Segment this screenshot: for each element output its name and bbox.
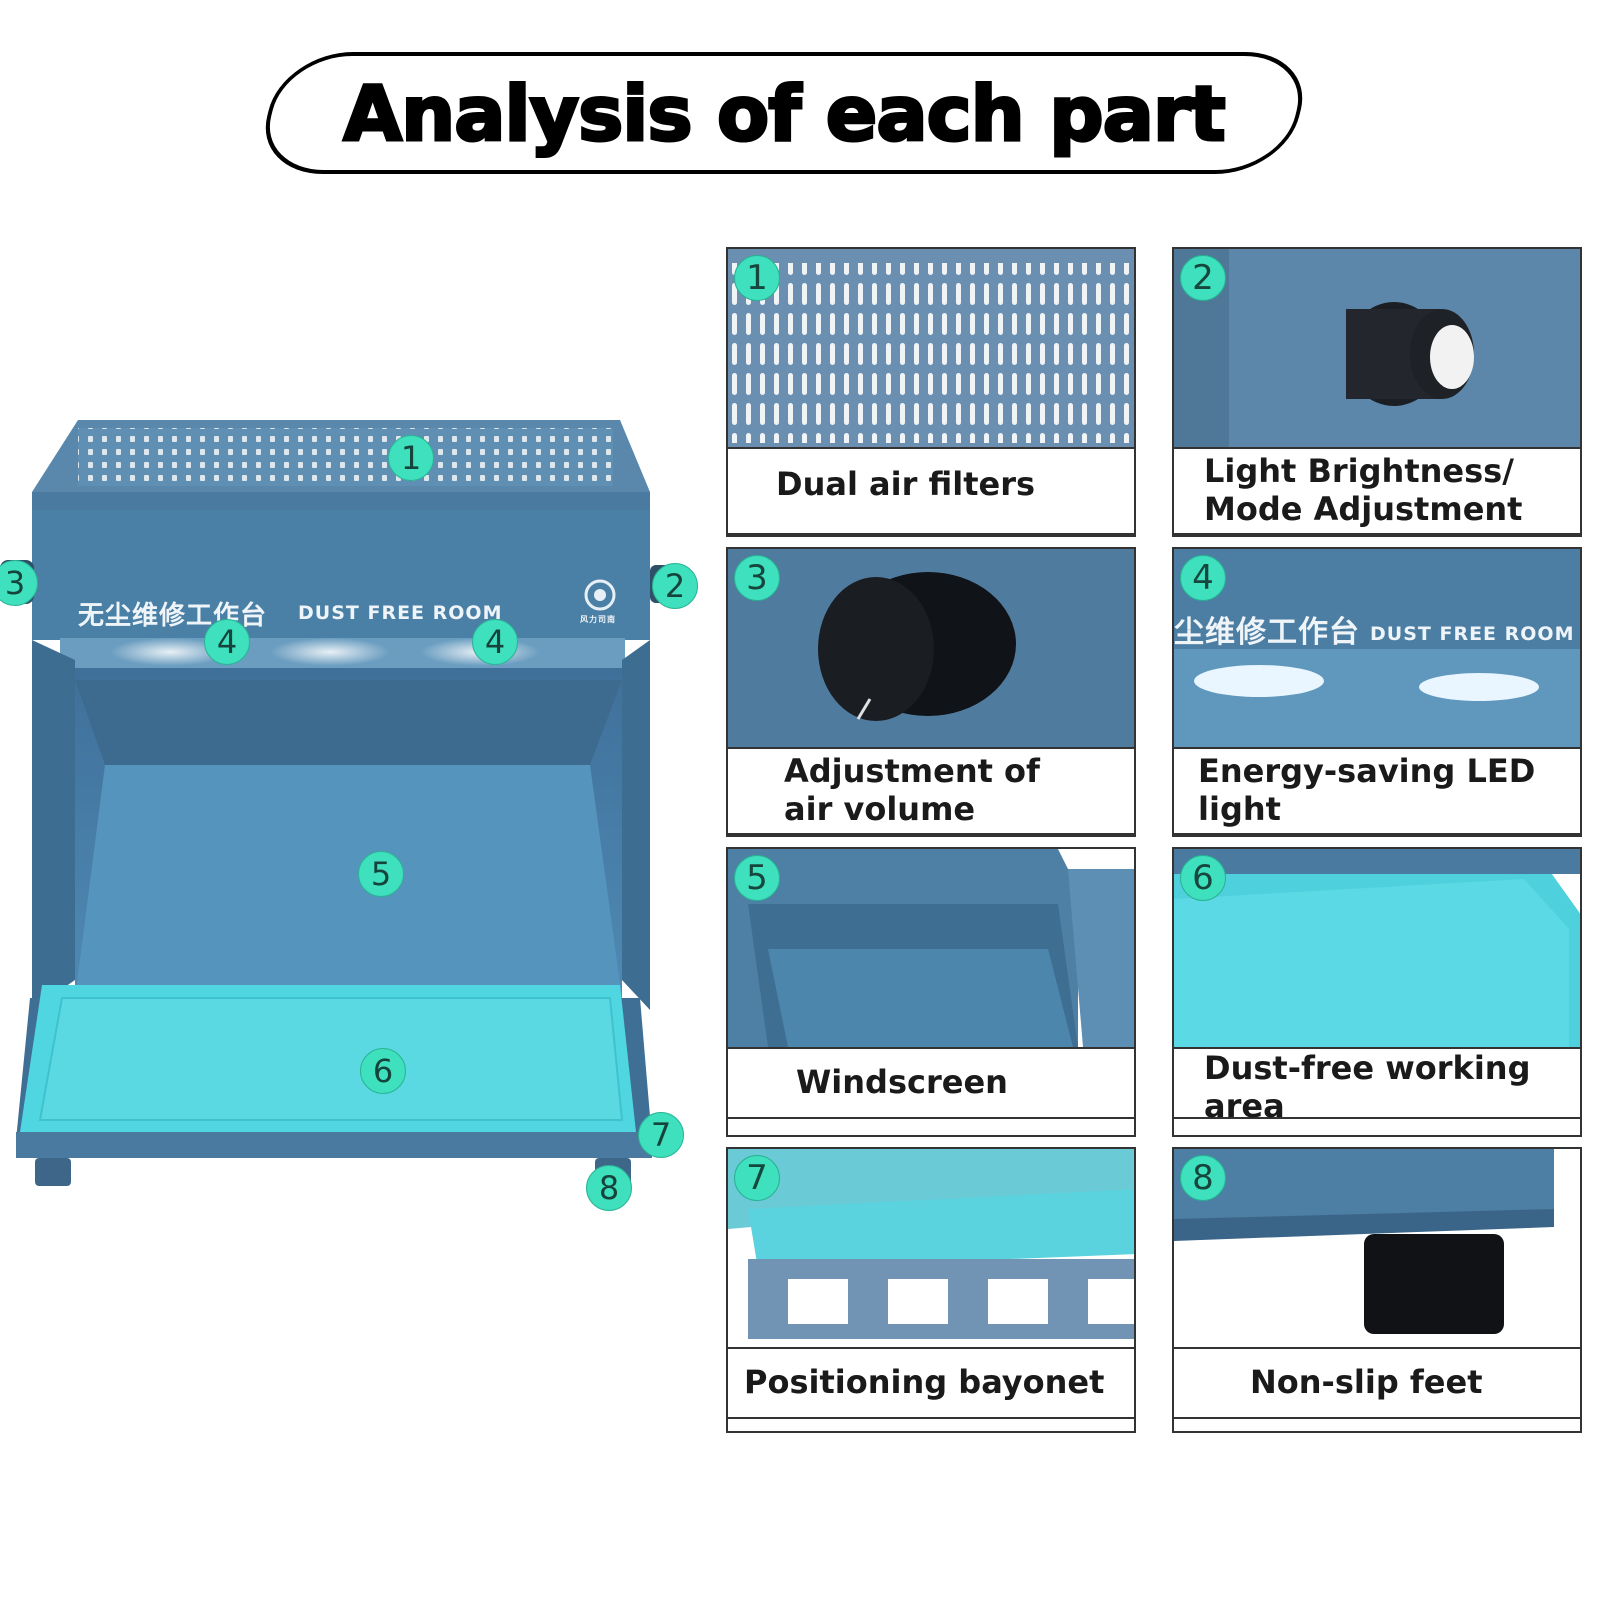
marker-5: 5 (358, 851, 404, 897)
label-line: Light Brightness/ (1204, 452, 1514, 490)
panel-label-air-filters: Dual air filters (728, 447, 1134, 535)
panel-number-8: 8 (1180, 1155, 1226, 1201)
panel-air-volume: 3 Adjustment of air volume (726, 547, 1136, 837)
air-filter-photo (728, 249, 1134, 447)
page-title: Analysis of each part (342, 67, 1227, 159)
label-line: Mode Adjustment (1204, 490, 1523, 528)
led-panel-brand-en: DUST FREE ROOM (1370, 623, 1575, 645)
led-panel-brand-cn: 尘维修工作台 (1174, 615, 1360, 650)
marker-6: 6 (360, 1048, 406, 1094)
title-banner: Analysis of each part (252, 52, 1316, 174)
marker-3: 3 (0, 560, 38, 606)
panel-air-filters: 1 Dual air filters (726, 247, 1136, 537)
marker-8: 8 (586, 1165, 632, 1211)
marker-4-right: 4 (472, 619, 518, 665)
panel-number-6: 6 (1180, 855, 1226, 901)
marker-2: 2 (652, 563, 698, 609)
working-area-photo (1174, 849, 1580, 1047)
air-volume-knob-photo (728, 549, 1134, 747)
brightness-knob-photo (1174, 249, 1580, 447)
brand-english-text: DUST FREE ROOM (298, 602, 503, 624)
panel-label-working-area: Dust-free working area (1174, 1047, 1580, 1125)
panel-label-led-light: Energy-saving LED light (1174, 747, 1580, 835)
led-light-photo: 尘维修工作台 DUST FREE ROOM (1174, 549, 1580, 747)
marker-4-left: 4 (204, 619, 250, 665)
label-line: air volume (784, 790, 976, 828)
label-line: Positioning bayonet (744, 1363, 1105, 1401)
label-line: area (1204, 1087, 1285, 1125)
panel-number-5: 5 (734, 855, 780, 901)
panel-label-non-slip-feet: Non-slip feet (1174, 1347, 1580, 1419)
label-line: light (1198, 790, 1281, 828)
marker-1: 1 (388, 435, 434, 481)
label-line: Non-slip feet (1250, 1363, 1483, 1401)
panel-windscreen: 5 Windscreen (726, 847, 1136, 1137)
product-body (0, 420, 674, 1186)
panel-number-1: 1 (734, 255, 780, 301)
panel-working-area: 6 Dust-free working area (1172, 847, 1582, 1137)
label-line: Adjustment of (784, 752, 1040, 790)
marker-7: 7 (638, 1112, 684, 1158)
panel-label-air-volume: Adjustment of air volume (728, 747, 1134, 835)
panel-label-windscreen: Windscreen (728, 1047, 1134, 1119)
bayonet-photo (728, 1149, 1134, 1347)
panel-label-positioning-bayonet: Positioning bayonet (728, 1347, 1134, 1419)
label-line: Dual air filters (776, 465, 1036, 503)
panel-number-7: 7 (734, 1155, 780, 1201)
label-line: Windscreen (796, 1063, 1008, 1101)
panel-light-brightness: 2 Light Brightness/ Mode Adjustment (1172, 247, 1582, 537)
label-line: Energy-saving LED (1198, 752, 1536, 790)
product-illustration: 无尘维修工作台 DUST FREE ROOM 风力司南 1 2 3 4 4 5 … (0, 420, 700, 1220)
panel-led-light: 尘维修工作台 DUST FREE ROOM 4 Energy-saving LE… (1172, 547, 1582, 837)
panel-label-light-brightness: Light Brightness/ Mode Adjustment (1174, 447, 1580, 535)
panel-non-slip-feet: 8 Non-slip feet (1172, 1147, 1582, 1433)
label-line: Dust-free working (1204, 1049, 1531, 1087)
logo-caption: 风力司南 (580, 615, 616, 624)
panel-number-3: 3 (734, 555, 780, 601)
panel-positioning-bayonet: 7 Positioning bayonet (726, 1147, 1136, 1433)
panel-number-2: 2 (1180, 255, 1226, 301)
windscreen-photo (728, 849, 1134, 1047)
panel-number-4: 4 (1180, 555, 1226, 601)
feet-photo (1174, 1149, 1580, 1347)
